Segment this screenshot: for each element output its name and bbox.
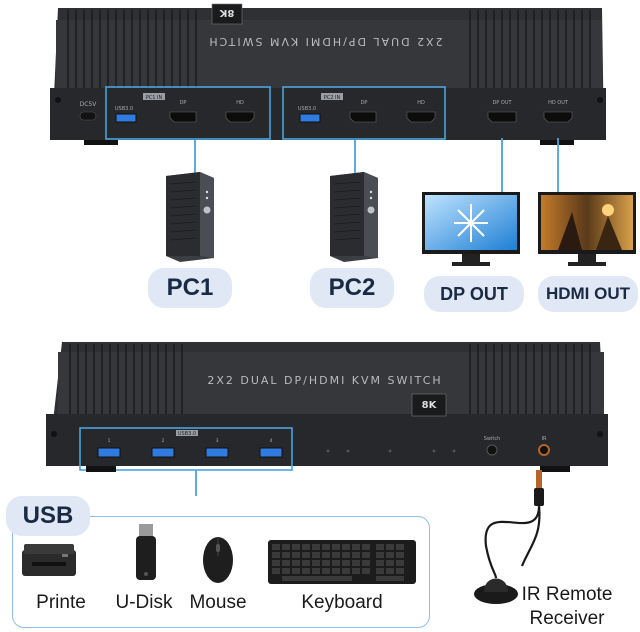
pc2-tag-text: PC2 IN: [324, 95, 341, 101]
switch-button-label: Switch: [484, 436, 501, 442]
usb-hub-port-group: [79, 427, 293, 471]
led-1: [326, 449, 330, 453]
pc2-usb-label: USB3.0: [298, 106, 316, 112]
hdmi-out-callout: HDMI OUT: [538, 276, 638, 312]
top-dc-label: DC5V: [80, 101, 98, 108]
top-screw-right: [597, 97, 603, 103]
usb-connection-line: [195, 470, 197, 496]
pc1-hdmi-port: [225, 111, 255, 123]
pc1-dp-port: [169, 111, 197, 123]
udisk-label: U-Disk: [115, 592, 173, 613]
pc1-tag-text: PC1 IN: [146, 95, 163, 101]
pc2-callout: PC2: [310, 268, 394, 308]
usb-peripherals-panel: [12, 516, 430, 628]
bottom-model-text: 2X2 DUAL DP/HDMI KVM SWITCH: [207, 374, 442, 387]
pc1-tower-icon: [166, 172, 214, 262]
top-connection-lines: [194, 138, 559, 194]
led-2: [346, 449, 350, 453]
pc2-port-group: [282, 86, 446, 140]
pc1-usb-port: [115, 113, 137, 123]
usb-port-2: [151, 447, 175, 458]
keyboard-label: Keyboard: [301, 592, 383, 613]
dc-power-port: [79, 111, 97, 121]
usb-port-4: [259, 447, 283, 458]
top-8k-badge: [211, 3, 243, 25]
ir-port-label: IR: [542, 436, 547, 442]
top-badge-text: 8K: [218, 7, 234, 18]
ir-receiver-label-line2: Receiver: [529, 608, 605, 629]
pc2-hd-label: HD: [417, 100, 425, 106]
printer-label: Printe: [36, 592, 86, 613]
switch-button: [486, 444, 498, 456]
led-4: [432, 449, 436, 453]
led-3: [388, 449, 392, 453]
usb-port-3-number: 3: [216, 438, 219, 444]
bottom-kvm-switch: 2X2 DUAL DP/HDMI KVM SWITCH 8K USB3.0 1 …: [46, 342, 608, 472]
keyboard-icon: [268, 540, 416, 584]
usb-port-4-number: 4: [270, 438, 273, 444]
printer-icon: [22, 544, 76, 576]
usb-port-2-number: 2: [162, 438, 165, 444]
pc2-usb-port: [299, 113, 321, 123]
pc1-port-group: [105, 86, 271, 140]
pc2-dp-label: DP: [361, 100, 368, 106]
usb-port-1: [97, 447, 121, 458]
mouse-icon: [203, 537, 233, 583]
top-kvm-switch: 8K 2X2 DUAL DP/HDMI KVM SWITCH DC5V PC1 …: [50, 3, 606, 145]
usb-disk-icon: [136, 524, 156, 580]
mouse-label: Mouse: [189, 592, 247, 613]
dp-out-callout: DP OUT: [424, 276, 524, 312]
pc1-usb-label: USB3.0: [115, 106, 133, 112]
usb-hub-tag: USB3.0: [178, 431, 196, 437]
pc1-dp-label: DP: [180, 100, 187, 106]
hd-out-port: [543, 111, 573, 123]
hdmi-monitor-icon: [538, 192, 636, 266]
pc2-hdmi-port: [406, 111, 436, 123]
usb-port-3: [205, 447, 229, 458]
pc2-dp-port: [349, 111, 377, 123]
pc2-tower-icon: [330, 172, 378, 262]
dp-out-label: DP OUT: [492, 100, 512, 106]
hd-out-label: HD OUT: [548, 100, 569, 106]
dp-out-port: [487, 111, 517, 123]
ir-receiver-label-line1: IR Remote: [521, 584, 613, 605]
pc1-tag: [143, 93, 165, 100]
usb-callout: USB: [6, 496, 90, 536]
top-model-text: 2X2 DUAL DP/HDMI KVM SWITCH: [207, 35, 442, 48]
ir-port: [538, 444, 550, 456]
pc1-callout: PC1: [148, 268, 232, 308]
pc2-tag: [321, 93, 343, 100]
ir-receiver-icon: [474, 470, 544, 604]
top-screw-left: [55, 97, 61, 103]
usb-port-1-number: 1: [108, 438, 111, 444]
bottom-badge-text: 8K: [422, 400, 438, 411]
pc1-hd-label: HD: [236, 100, 244, 106]
led-5: [452, 449, 456, 453]
dp-monitor-icon: [422, 192, 520, 266]
bottom-8k-badge: [411, 393, 447, 417]
